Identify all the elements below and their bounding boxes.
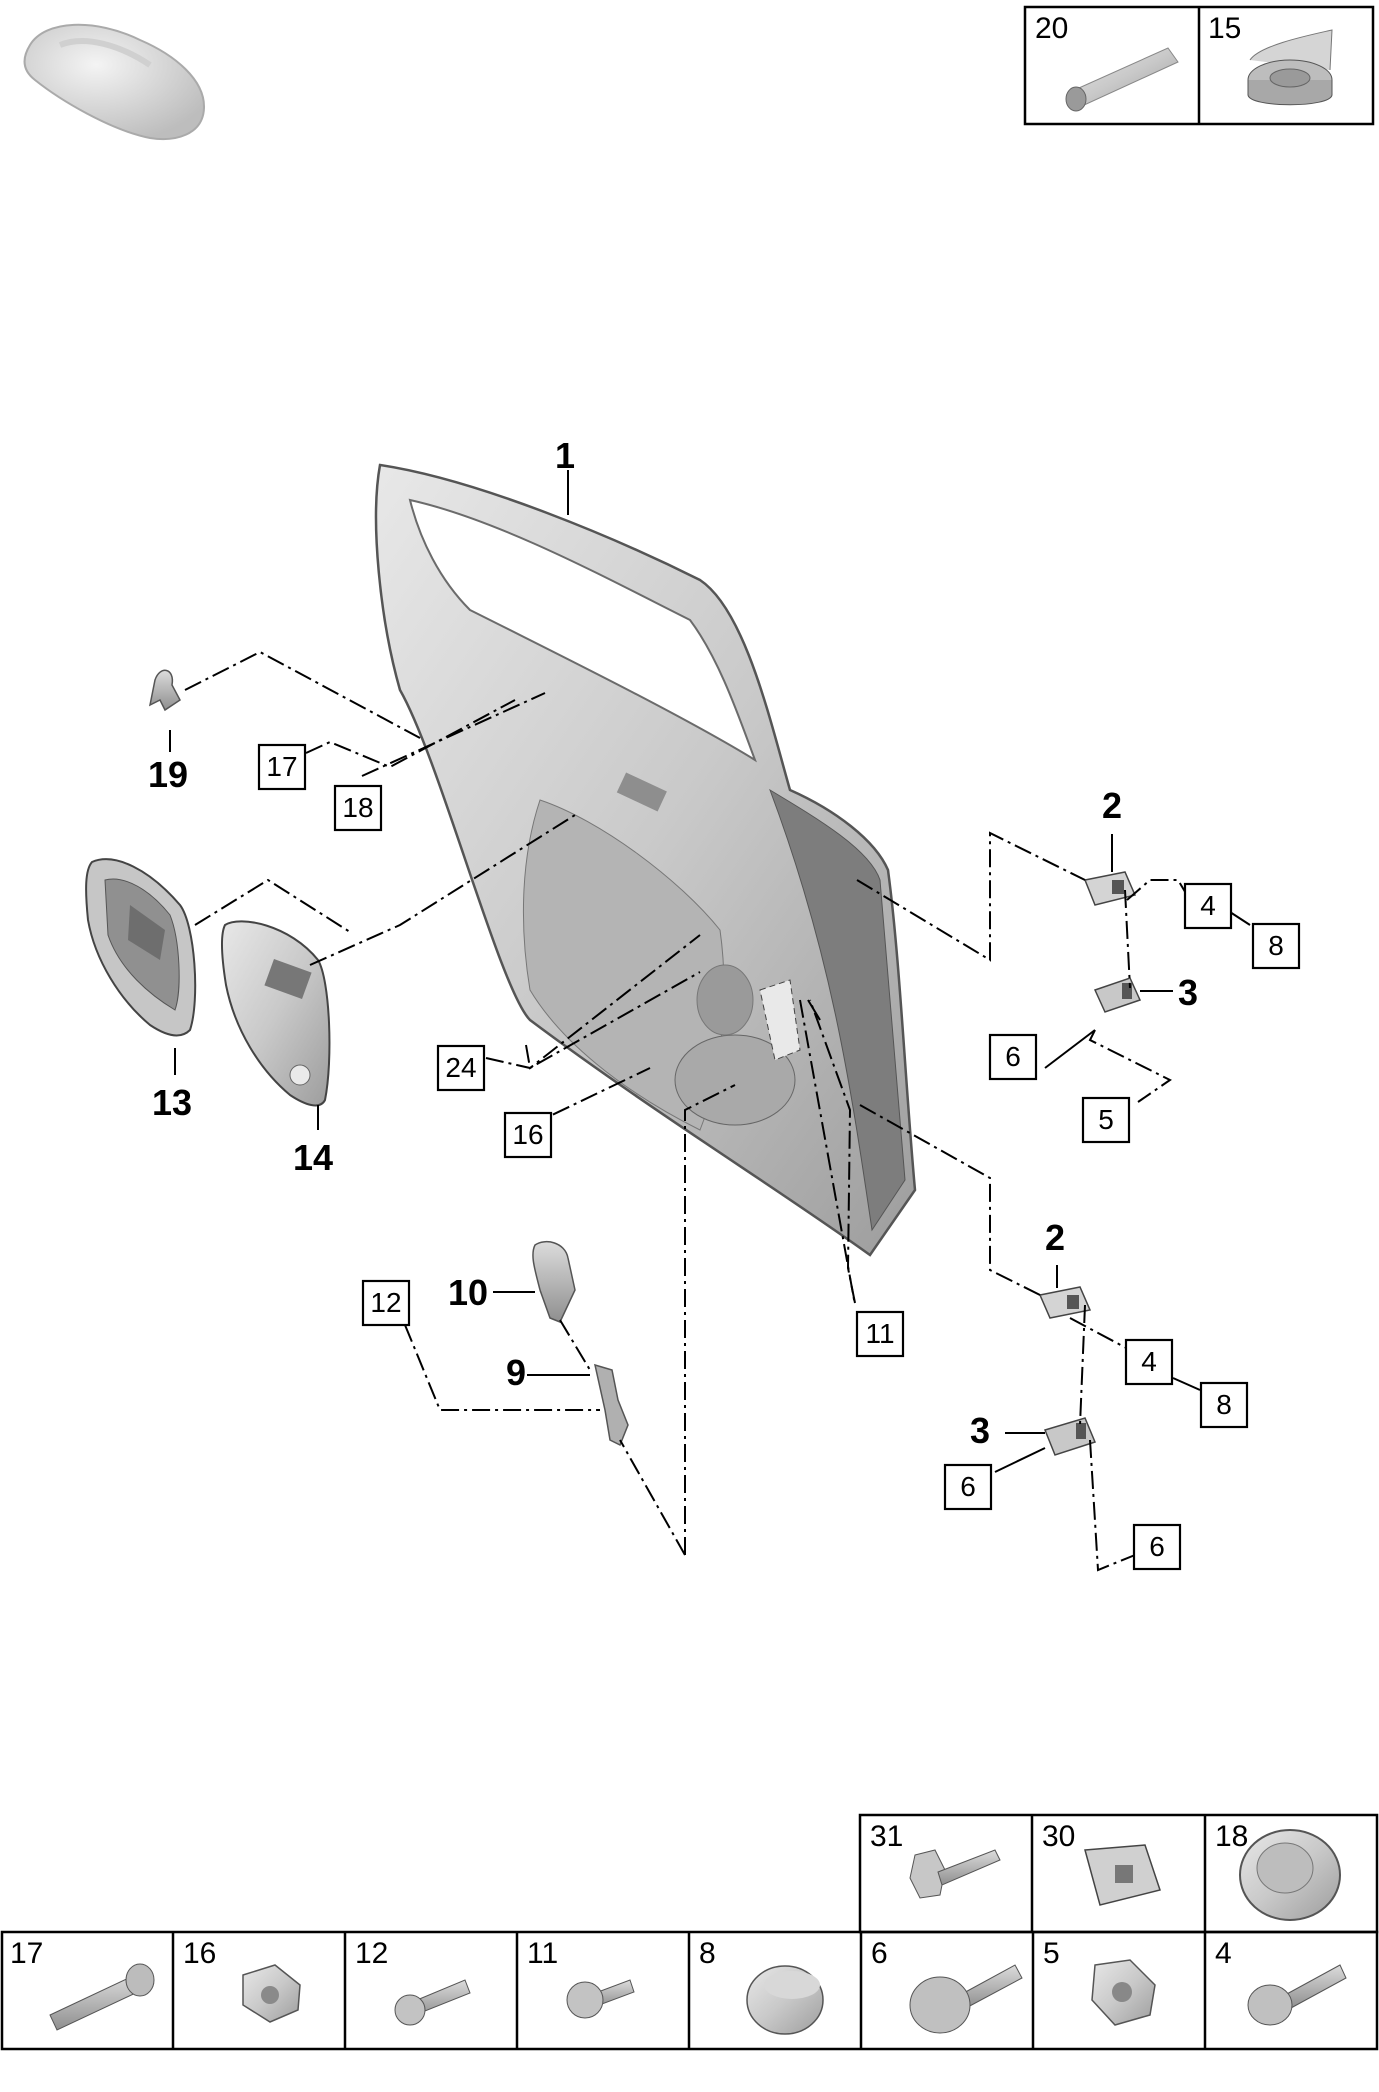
self-tapping-screw-icon — [909, 1849, 1001, 1899]
ref-box-6-lower: 6 — [960, 1471, 976, 1502]
hinge-upper-part-2 — [1083, 871, 1137, 906]
check-strap-part-10 — [532, 1241, 576, 1323]
hinge-lower-part-3 — [1043, 1417, 1097, 1456]
adhesive-tape-roll-icon — [1247, 29, 1333, 106]
ref-box-8-upper: 8 — [1268, 930, 1284, 961]
legend-cell-17: 17 — [10, 1937, 43, 1970]
callout-numbers: 1 2 3 2 3 9 10 13 14 19 — [148, 435, 1198, 1451]
cap-8-icon — [746, 1965, 824, 2035]
vehicle-thumbnail-icon — [23, 23, 206, 141]
hinge-lower-part-2 — [1038, 1286, 1092, 1319]
bracket-part-9 — [593, 1363, 629, 1447]
bolt-17-icon — [49, 1963, 155, 2031]
ref-box-8-lower: 8 — [1216, 1389, 1232, 1420]
ref-box-11: 11 — [865, 1318, 894, 1349]
leader-lines — [169, 470, 1251, 1572]
legend-bottom: 31 30 18 17 16 12 11 8 6 5 4 — [0, 1813, 1379, 2051]
legend-cell-16: 16 — [183, 1937, 216, 1970]
switch-panel-part-13 — [85, 858, 197, 1037]
legend-top-cell-15: 15 — [1208, 12, 1241, 45]
bolt-12-icon — [394, 1979, 471, 2026]
ref-box-12: 12 — [370, 1287, 401, 1318]
clip-nut-icon — [1084, 1844, 1161, 1906]
cover-cap-icon — [1239, 1829, 1341, 1921]
callout-10: 10 — [448, 1272, 488, 1313]
door-shell-part — [374, 463, 917, 1257]
callout-13: 13 — [152, 1082, 192, 1123]
callout-19: 19 — [148, 754, 188, 795]
callout-2-lower: 2 — [1045, 1217, 1065, 1258]
ref-box-4-lower: 4 — [1141, 1346, 1157, 1377]
ref-box-24: 24 — [445, 1052, 476, 1083]
legend-cell-5: 5 — [1043, 1937, 1060, 1970]
hinge-upper-part-3 — [1093, 977, 1142, 1013]
legend-cell-11: 11 — [527, 1937, 558, 1970]
ref-box-5: 5 — [1098, 1104, 1114, 1135]
bolt-11-icon — [566, 1979, 635, 2019]
legend-top-cell-20: 20 — [1035, 12, 1068, 45]
ref-box-4-upper: 4 — [1200, 890, 1216, 921]
boxed-reference-numbers: 17 18 24 16 12 11 4 8 6 5 4 8 6 6 — [257, 743, 1301, 1571]
clip-part-19 — [148, 669, 181, 712]
callout-3-lower: 3 — [970, 1410, 990, 1451]
nut-16-icon — [242, 1964, 301, 2023]
ref-box-16: 16 — [512, 1119, 543, 1150]
legend-cell-12: 12 — [355, 1937, 388, 1970]
bolt-4-icon — [1247, 1964, 1347, 2026]
bolt-6-icon — [909, 1964, 1023, 2034]
legend-cell-8: 8 — [699, 1937, 716, 1970]
callout-2-upper: 2 — [1102, 785, 1122, 826]
callout-3-upper: 3 — [1178, 972, 1198, 1013]
callout-9: 9 — [506, 1352, 526, 1393]
callout-1: 1 — [555, 435, 575, 476]
legend-cell-30: 30 — [1042, 1820, 1075, 1853]
legend-top: 20 15 — [1023, 5, 1375, 126]
sealant-tube-icon — [1065, 47, 1179, 112]
ref-box-6-upper: 6 — [1005, 1041, 1021, 1072]
ref-box-6-bottom: 6 — [1149, 1531, 1165, 1562]
legend-cell-31: 31 — [870, 1820, 903, 1853]
callout-14: 14 — [293, 1137, 333, 1178]
legend-cell-6: 6 — [871, 1937, 888, 1970]
nut-5-icon — [1091, 1959, 1156, 2026]
ref-box-18: 18 — [342, 792, 373, 823]
ref-box-17: 17 — [266, 751, 297, 782]
legend-cell-4: 4 — [1215, 1937, 1232, 1970]
carrier-part-14 — [221, 920, 331, 1107]
legend-cell-18: 18 — [1215, 1820, 1248, 1853]
